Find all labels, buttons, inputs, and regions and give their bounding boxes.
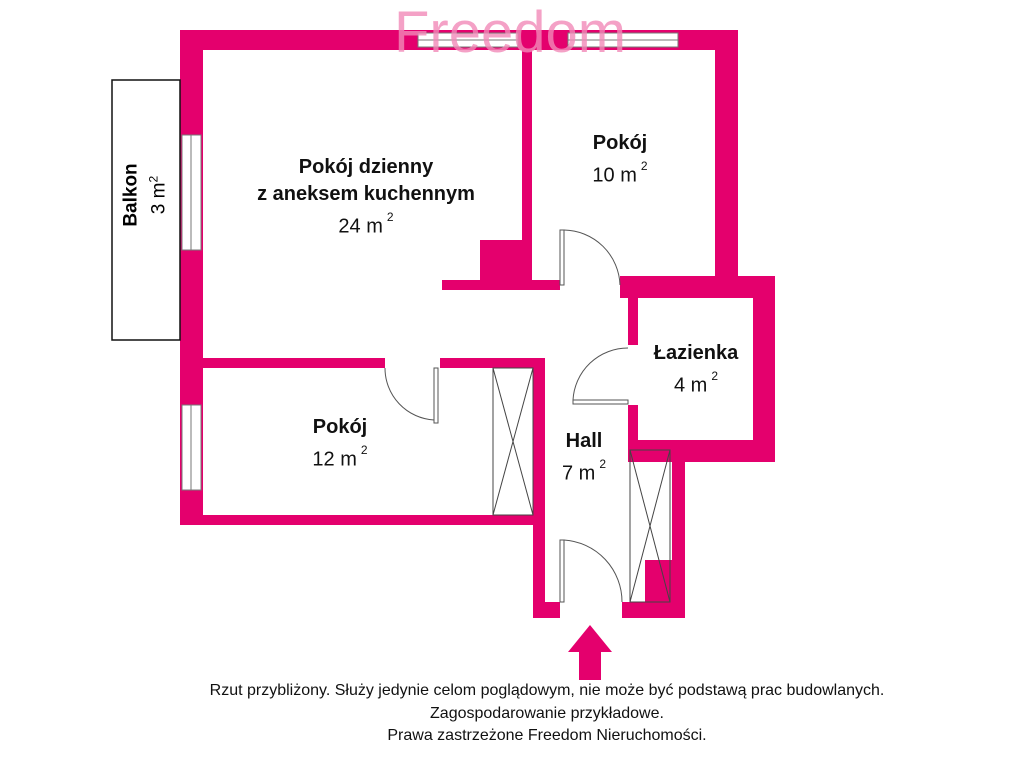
disclaimer-line: Prawa zastrzeżone Freedom Nieruchomości. bbox=[387, 727, 707, 744]
wall-bath-left-b bbox=[628, 405, 638, 450]
label-balcony: Balkon 3 m2 bbox=[119, 163, 170, 226]
room-name: Pokój bbox=[312, 416, 368, 438]
room-name: Pokój bbox=[592, 132, 648, 154]
unit-sup: 2 bbox=[599, 457, 607, 471]
walls bbox=[180, 30, 775, 618]
door-room12 bbox=[433, 367, 439, 424]
room-name: Hall bbox=[565, 430, 603, 452]
unit-sup: 2 bbox=[360, 443, 368, 457]
disclaimer-line: Zagospodarowanie przykładowe. bbox=[430, 704, 664, 722]
room-name-2: z aneksem kuchennym bbox=[257, 183, 475, 205]
wall-bath-top bbox=[620, 276, 775, 298]
disclaimer-line: Rzut przybliżony. Służy jedynie celom po… bbox=[209, 682, 885, 699]
door-entrance bbox=[559, 539, 565, 603]
wall-bath-right bbox=[753, 276, 775, 462]
unit-sup: 2 bbox=[711, 369, 719, 383]
room-name: Balkon bbox=[120, 163, 142, 227]
closet-room12 bbox=[492, 367, 534, 516]
wall-living-room10 bbox=[522, 50, 532, 290]
room-area: 4 m bbox=[673, 374, 708, 397]
closets bbox=[492, 367, 671, 603]
wall-living-room12-b bbox=[440, 358, 545, 368]
wall-hall-left bbox=[533, 358, 545, 618]
wall-room10-right bbox=[715, 30, 738, 285]
doors bbox=[384, 229, 629, 603]
door-bathroom bbox=[572, 399, 629, 405]
windows bbox=[181, 32, 679, 491]
unit-sup: 2 bbox=[386, 210, 394, 224]
wall-block bbox=[480, 240, 522, 290]
unit-sup: 2 bbox=[640, 159, 648, 173]
balcony-outline bbox=[111, 79, 181, 341]
wall-bath-bottom bbox=[628, 440, 775, 462]
room-name: Pokój dzienny bbox=[298, 156, 434, 178]
room-area: 7 m bbox=[561, 462, 596, 485]
wall-room12-bottom bbox=[180, 515, 545, 525]
wall-hall-bottom-a bbox=[533, 602, 560, 618]
room-area: 10 m bbox=[592, 164, 637, 187]
disclaimer: Rzut przybliżony. Służy jedynie celom po… bbox=[0, 680, 1024, 748]
wall-bath-left-a bbox=[628, 290, 638, 345]
wall-hall-block bbox=[645, 560, 685, 618]
room-area: 3 m bbox=[148, 182, 170, 215]
room-name: Łazienka bbox=[653, 342, 739, 364]
room-area: 24 m bbox=[338, 215, 383, 238]
door-room10 bbox=[559, 229, 565, 286]
wall-living-room12-a bbox=[203, 358, 385, 368]
entrance-arrow-icon bbox=[568, 625, 612, 680]
unit-sup: 2 bbox=[146, 175, 161, 183]
closet-hall bbox=[629, 449, 671, 603]
room-area: 12 m bbox=[312, 448, 357, 471]
watermark-logo: Freedom bbox=[394, 0, 626, 65]
